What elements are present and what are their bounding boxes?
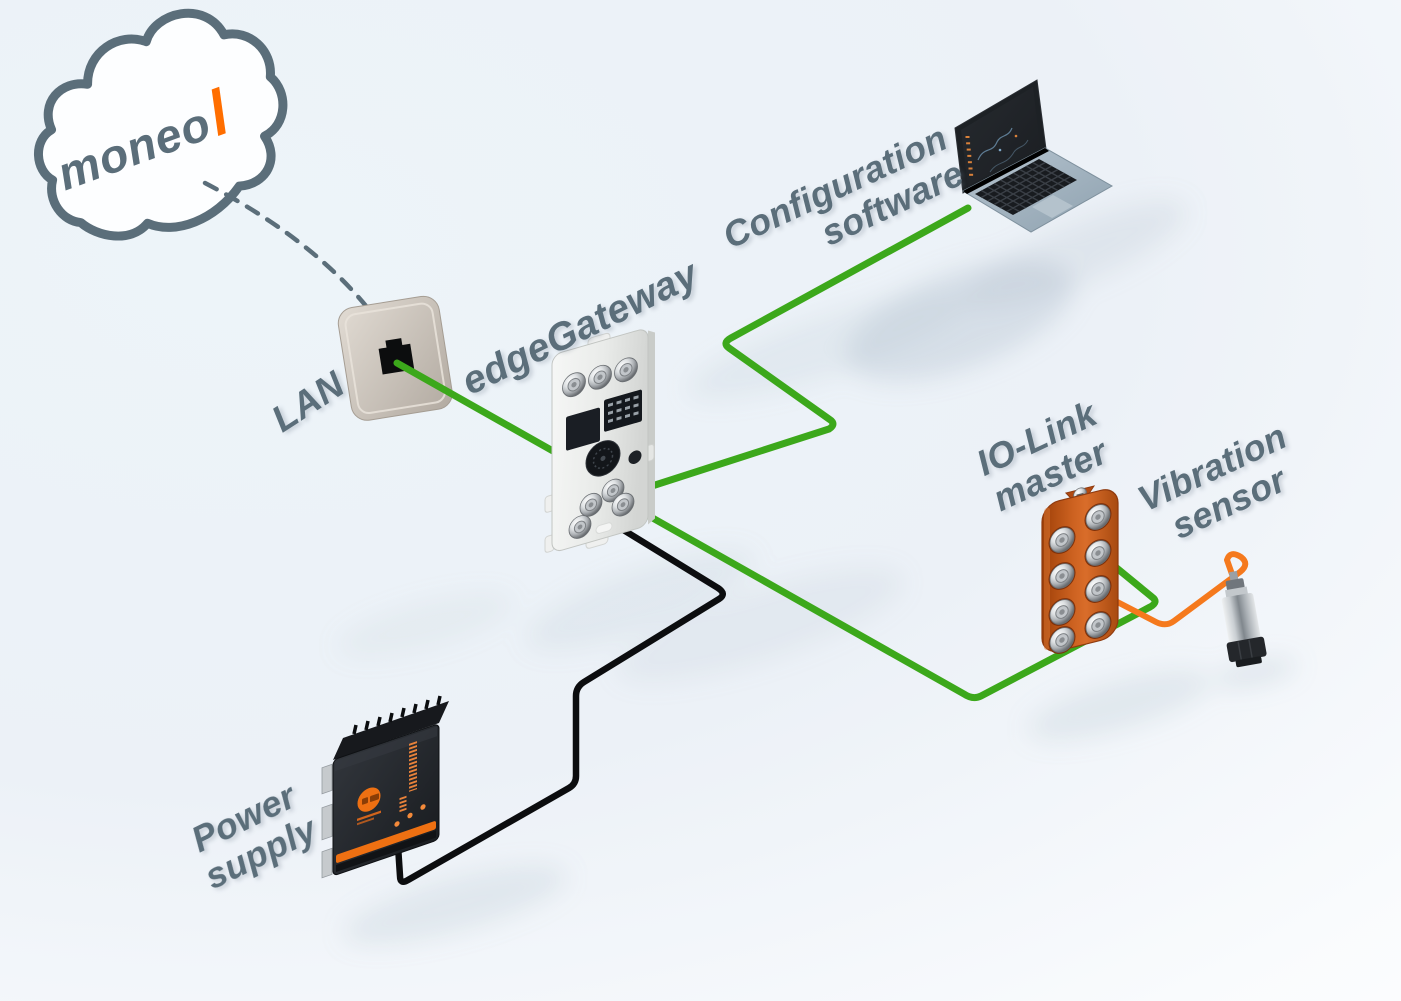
cable-lan-gateway [393,359,564,459]
laptop-display [961,87,1040,186]
cable-gateway-laptop [648,204,972,490]
laptop-screen-chart [965,127,1029,176]
cable-gateway-power [394,522,726,886]
power-supply-fins [352,695,442,735]
laptop [954,79,1114,233]
gateway-display-right [604,389,642,432]
power-supply-top-face [333,701,449,760]
lan-socket [337,295,453,421]
gateway-button [628,450,642,464]
status-leds [394,804,426,827]
power-supply-stripe [336,821,436,863]
laptop-key-grid [980,161,1072,213]
gateway-dial [585,440,621,477]
edge-gateway-device [544,329,655,553]
io-link-master-device [1041,485,1119,654]
ifm-logo [357,787,381,812]
laptop-trackpad [1032,195,1073,218]
iolink-ports [1048,503,1112,654]
gateway-top-connectors [562,357,638,398]
laptop-hinge [963,148,1049,194]
gateway-display-left [566,407,600,451]
gateway-bottom-connectors [568,478,635,539]
power-supply-device [321,695,449,879]
cloud-link-dashed-line [202,180,380,323]
moneo-cloud-icon [34,8,288,241]
vibration-sensor-device [1221,570,1267,668]
gateway-display-dots [608,395,639,423]
cable-iolink-sensor [1095,551,1249,628]
